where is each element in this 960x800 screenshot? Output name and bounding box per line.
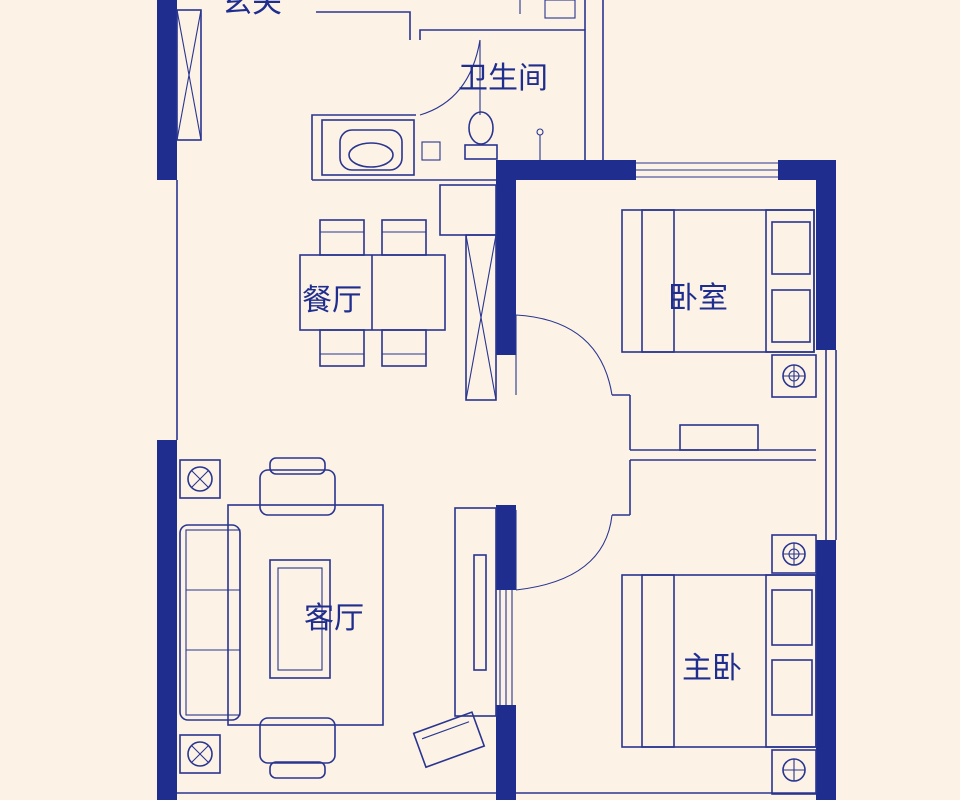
bathroom-fixtures <box>311 0 604 181</box>
room-label-dining: 餐厅 <box>302 283 362 318</box>
wall-right-lower <box>816 540 836 800</box>
wall-left-lower <box>157 440 177 800</box>
room-label-bedroom: 卧室 <box>668 281 728 316</box>
master-bedroom-fixtures <box>515 510 817 795</box>
living-fixtures <box>179 457 497 779</box>
bedroom-fixtures <box>515 209 817 451</box>
room-label-bathroom: 卫生间 <box>458 61 548 96</box>
wall-master-left-lower <box>496 705 516 800</box>
wall-master-left-upper <box>496 505 516 590</box>
dining-fixtures <box>299 184 497 401</box>
entrance-fixtures <box>176 9 202 440</box>
wall-bedroom-left <box>496 160 516 355</box>
wall-bedroom-top-left <box>496 160 636 180</box>
room-label-master-bedroom: 主卧 <box>682 651 742 686</box>
room-label-entrance: 玄关 <box>222 0 282 20</box>
room-label-living: 客厅 <box>304 601 364 636</box>
walls <box>157 0 836 800</box>
wall-right-upper <box>816 160 836 350</box>
wall-left-upper <box>157 0 177 180</box>
